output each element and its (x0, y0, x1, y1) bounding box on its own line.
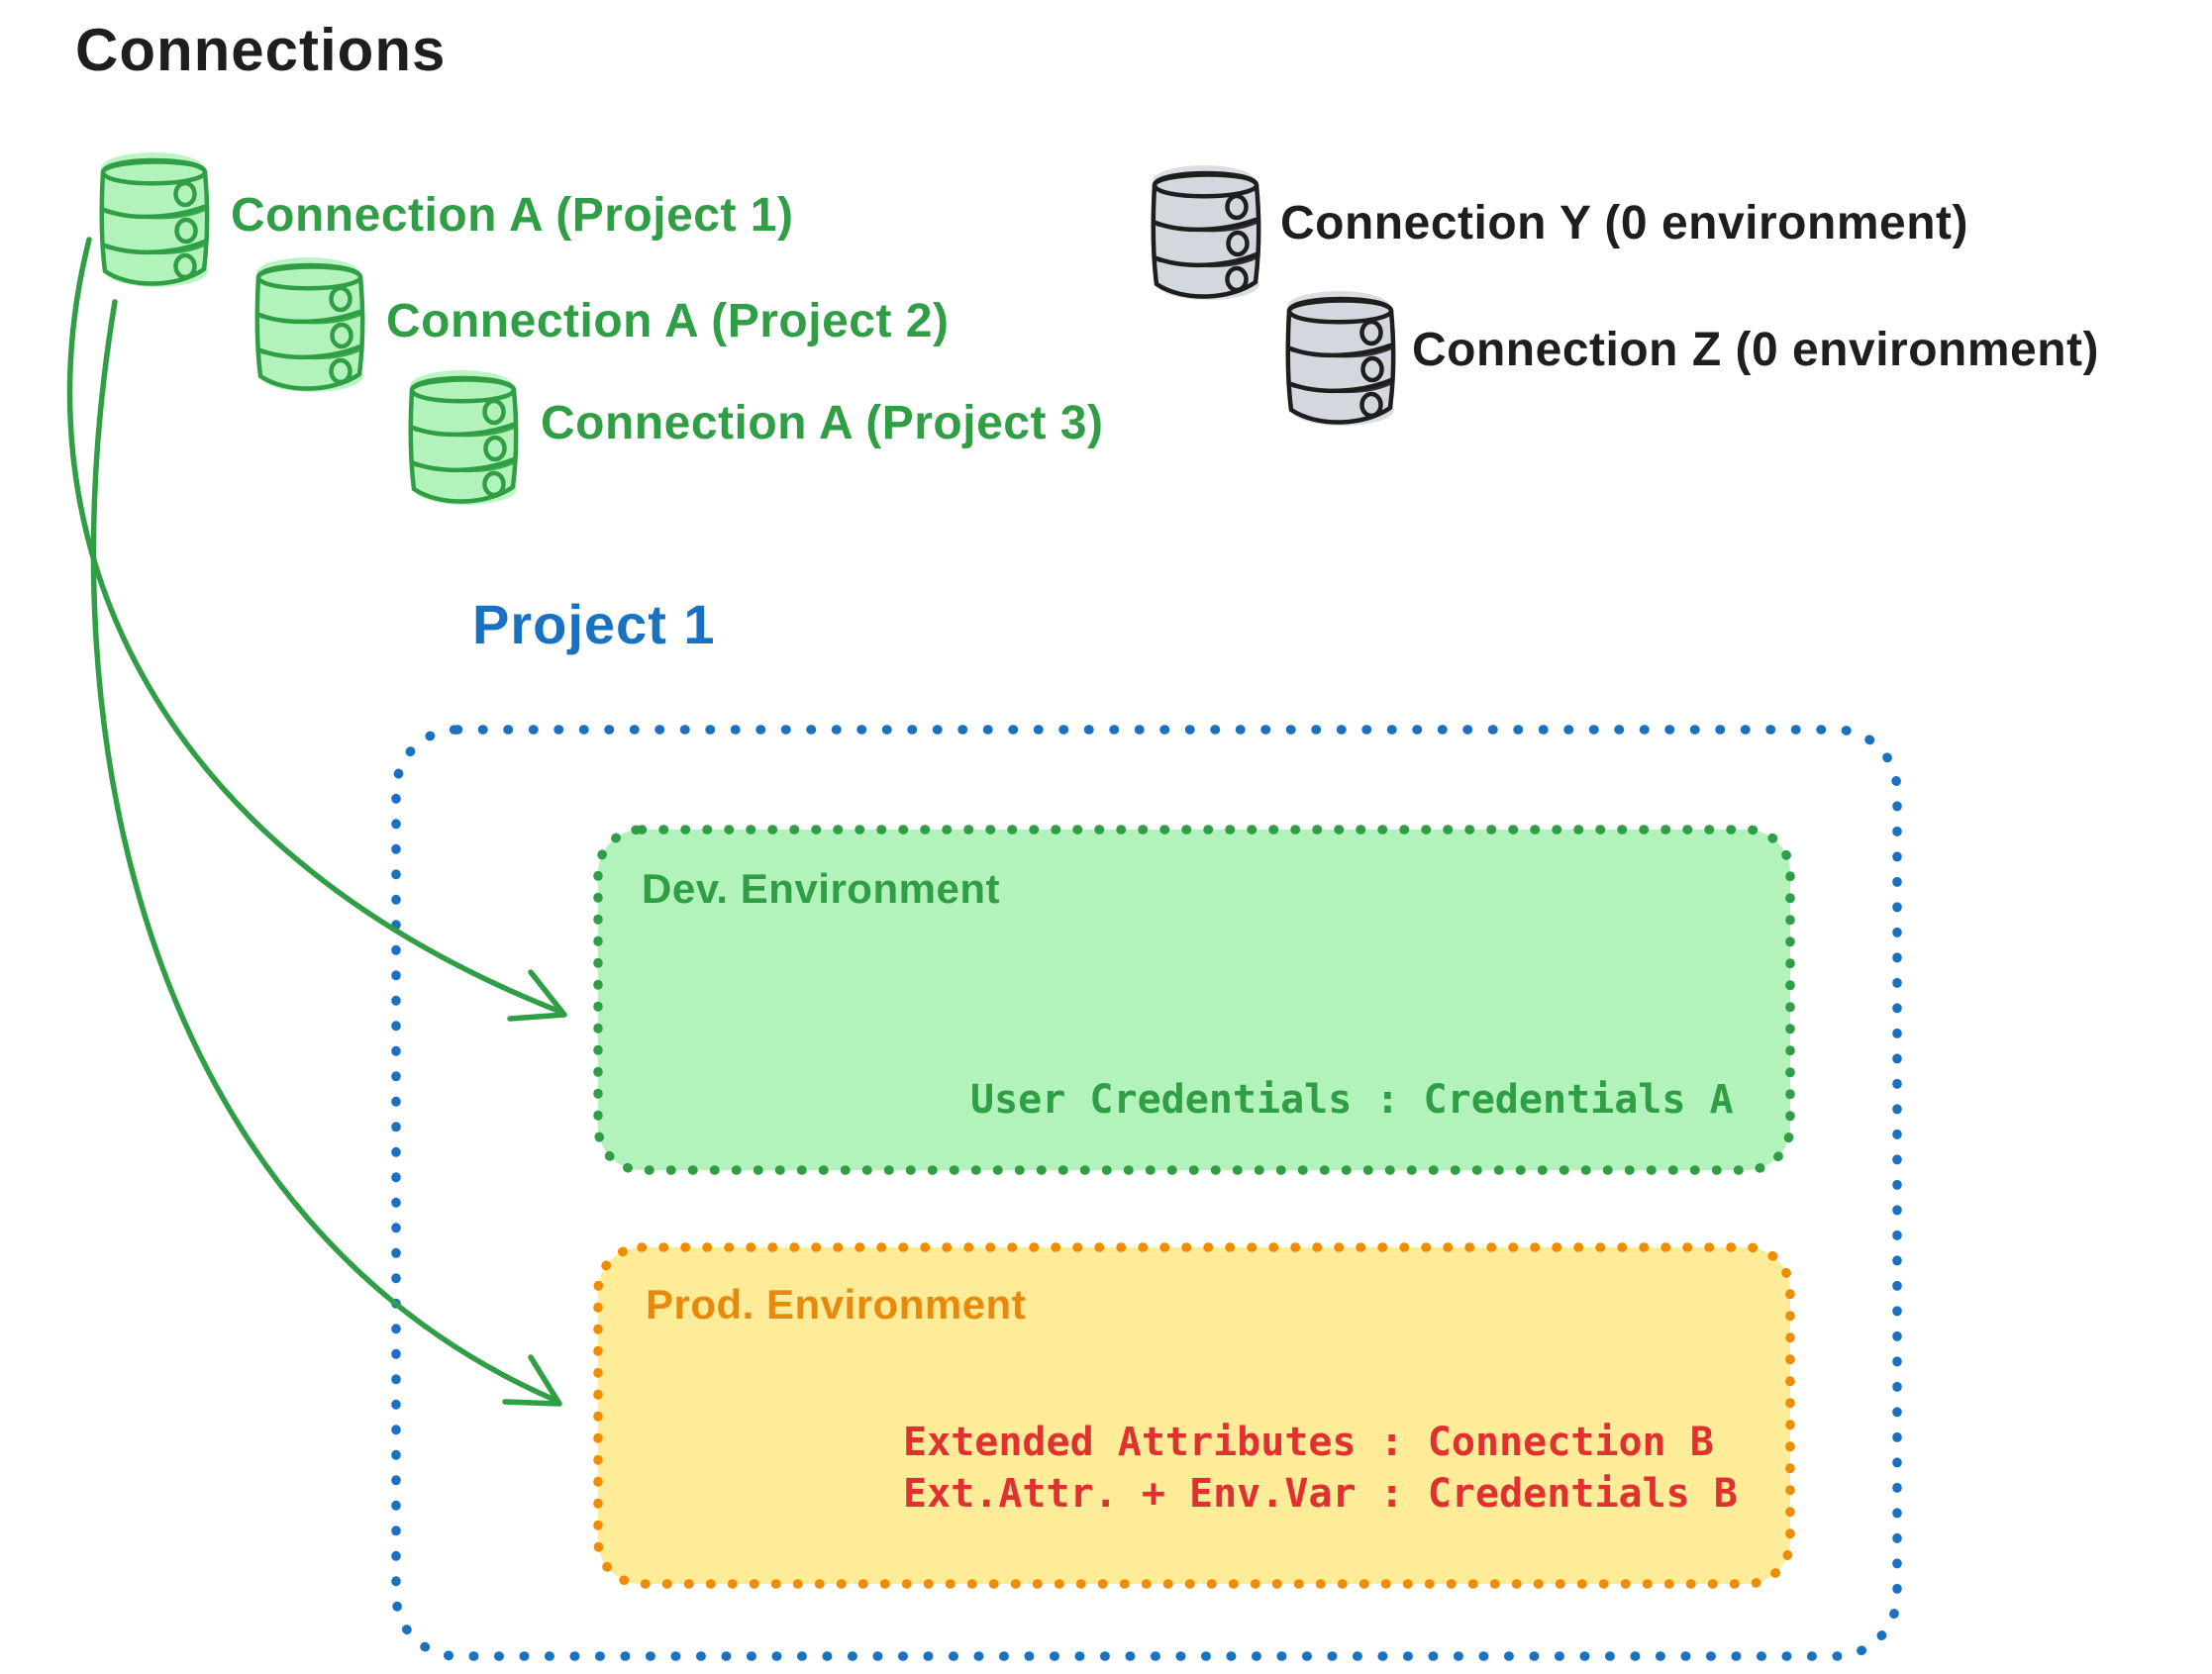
database-icon-connection-y (1153, 165, 1259, 300)
prod-mapping-line-2: Ext.Attr. + Env.Var : Credentials B (903, 1471, 1738, 1517)
dev-environment-box (593, 825, 1795, 1175)
dev-credentials-mapping: User Credentials : Credentials A (970, 1077, 1734, 1123)
database-icon-connection-z (1287, 291, 1394, 426)
database-icon-connection-a-project-2 (256, 257, 363, 392)
project-1-title: Project 1 (472, 593, 716, 655)
prod-environment-box (593, 1242, 1795, 1589)
connection-a-project-1-label: Connection A (Project 1) (231, 189, 794, 242)
connection-a-project-2-label: Connection A (Project 2) (386, 295, 950, 347)
connection-z-label: Connection Z (0 environment) (1412, 324, 2100, 376)
arrow-to-prod-environment (90, 299, 562, 1407)
connection-y-label: Connection Y (0 environment) (1280, 197, 1968, 249)
arrow-to-dev-environment (66, 237, 567, 1022)
dev-environment-label: Dev. Environment (642, 865, 1000, 912)
connection-a-project-3-label: Connection A (Project 3) (541, 397, 1104, 449)
diagram-title: Connections (75, 17, 447, 83)
prod-mapping-line-1: Extended Attributes : Connection B (903, 1420, 1714, 1465)
database-icon-connection-a-project-1 (101, 152, 208, 287)
prod-environment-label: Prod. Environment (646, 1281, 1027, 1328)
database-icon-connection-a-project-3 (410, 370, 517, 505)
